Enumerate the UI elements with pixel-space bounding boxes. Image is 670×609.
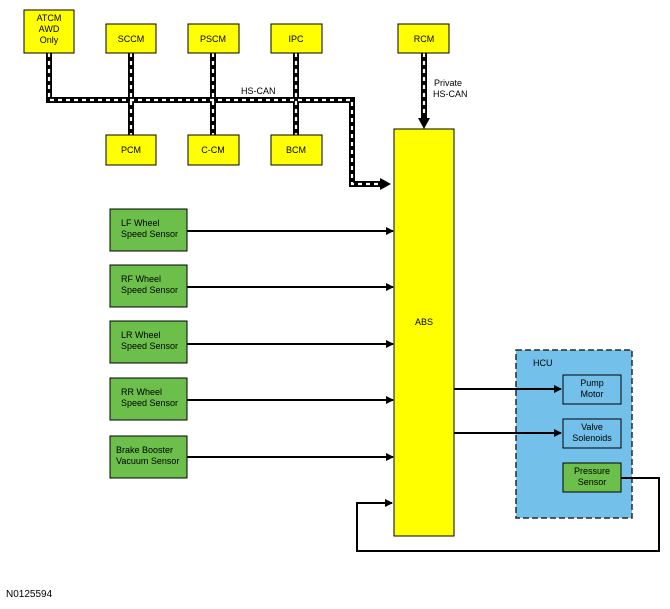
sensor-lf-line-1: LF Wheel [121,218,160,228]
module-bcm: BCM [270,134,323,166]
module-bcm-label: BCM [286,145,306,155]
figure-id: N0125594 [6,589,53,600]
sensor-lf-wheel-speed: LF Wheel Speed Sensor [109,208,188,252]
module-sccm: SCCM [105,23,157,54]
pressure-sensor-line-1: Pressure [574,466,610,476]
sensor-rr-line-1: RR Wheel [121,387,162,397]
module-sccm-label: SCCM [118,34,145,44]
sensor-rf-line-2: Speed Sensor [121,285,178,295]
abs-module: ABS [393,128,455,537]
module-pcm: PCM [105,134,157,166]
sensor-bbvs-line-1: Brake Booster [116,445,173,455]
hcu-pressure-sensor: Pressure Sensor [562,462,622,493]
sensor-lf-line-2: Speed Sensor [121,229,178,239]
sensor-lr-line-2: Speed Sensor [121,341,178,351]
sensor-rf-wheel-speed: RF Wheel Speed Sensor [109,264,188,308]
private-label-line-2: HS-CAN [433,89,468,99]
module-atcm: ATCM AWD Only [23,9,75,54]
module-atcm-line-3: Only [40,35,59,45]
module-atcm-line-2: AWD [39,24,60,34]
private-hs-can-bus [418,52,430,129]
module-pcm-label: PCM [121,145,141,155]
hcu-valve-solenoids: Valve Solenoids [562,418,622,449]
sensor-lr-line-1: LR Wheel [121,330,161,340]
module-pscm: PSCM [187,23,240,54]
hcu-pump-motor: Pump Motor [562,374,622,405]
module-c-cm: C-CM [187,134,240,166]
module-c-cm-label: C-CM [201,145,225,155]
pressure-feedback-line [356,477,660,552]
hs-can-arrowhead [380,178,391,190]
module-ipc-label: IPC [288,34,304,44]
module-pscm-label: PSCM [200,34,226,44]
pump-motor-line-2: Motor [580,389,603,399]
valve-solenoids-line-1: Valve [581,422,603,432]
hs-can-bus [46,52,391,190]
sensor-lr-wheel-speed: LR Wheel Speed Sensor [109,320,188,364]
hs-can-label: HS-CAN [241,86,276,96]
module-ipc: IPC [270,23,323,54]
sensor-rr-wheel-speed: RR Wheel Speed Sensor [109,377,188,421]
sensor-rf-line-1: RF Wheel [121,274,161,284]
module-rcm: RCM [397,23,450,54]
private-label-line-1: Private [434,78,462,88]
module-rcm-label: RCM [414,34,435,44]
sensor-brake-booster-vacuum: Brake Booster Vacuum Sensor [109,435,188,479]
sensor-bbvs-line-2: Vacuum Sensor [116,456,179,466]
abs-label: ABS [415,317,433,327]
pump-motor-line-1: Pump [580,378,604,388]
hcu-label: HCU [533,358,553,368]
module-atcm-line-1: ATCM [37,13,62,23]
sensor-rr-line-2: Speed Sensor [121,398,178,408]
pressure-sensor-line-2: Sensor [578,477,607,487]
valve-solenoids-line-2: Solenoids [572,433,612,443]
